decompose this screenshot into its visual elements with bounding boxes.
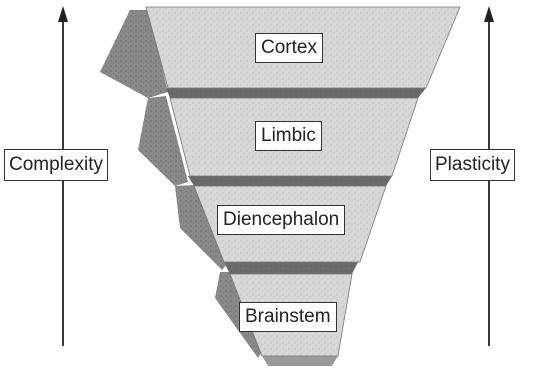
brainstem-label: Brainstem bbox=[239, 302, 337, 332]
diencephalon-label: Diencephalon bbox=[217, 205, 345, 235]
plasticity-label: Plasticity bbox=[430, 149, 515, 181]
cortex-label: Cortex bbox=[255, 33, 323, 63]
complexity-label: Complexity bbox=[4, 149, 108, 181]
limbic-label: Limbic bbox=[255, 121, 322, 151]
complexity-arrowhead-icon bbox=[58, 6, 68, 22]
plasticity-arrowhead-icon bbox=[484, 6, 494, 22]
